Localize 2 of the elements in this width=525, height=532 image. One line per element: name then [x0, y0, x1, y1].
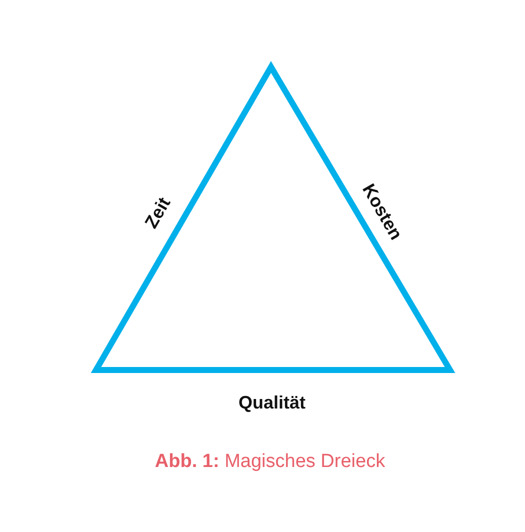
side-label: Qualität: [238, 392, 306, 414]
figure-caption: Abb. 1: Magisches Dreieck: [154, 451, 386, 473]
